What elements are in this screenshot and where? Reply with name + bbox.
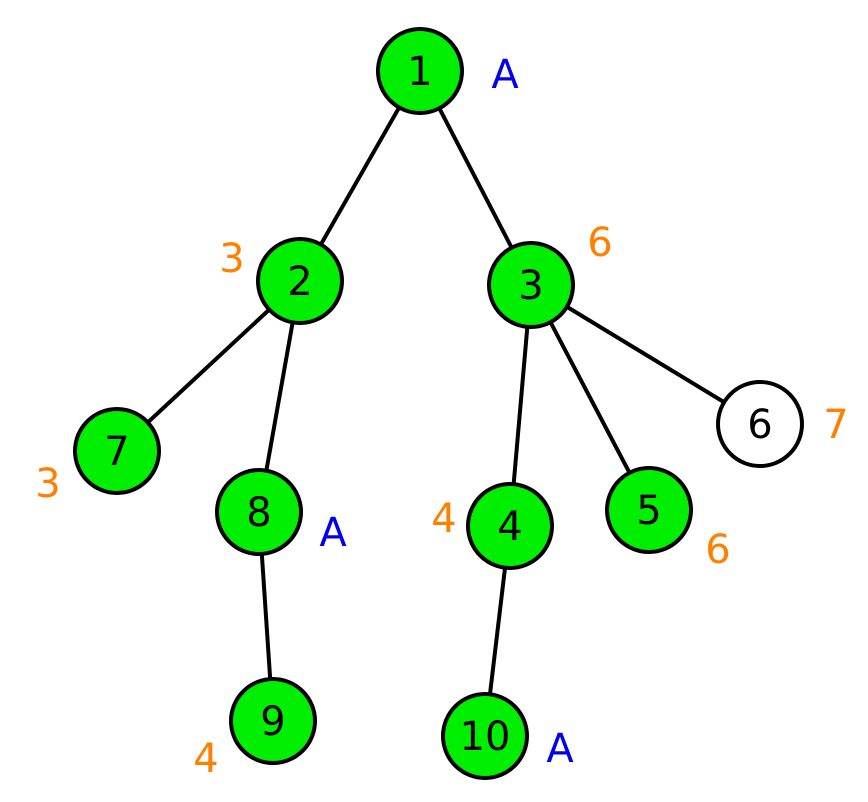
node-tag-2: 3 (219, 236, 244, 282)
node-tag-3: 6 (587, 220, 612, 266)
node-label-3: 3 (518, 263, 543, 309)
edges-layer (115, 70, 762, 737)
node-tag-6: 7 (823, 402, 848, 448)
node-3: 3 (487, 241, 575, 329)
node-tag-8: A (319, 510, 347, 556)
node-circle-2 (256, 237, 344, 325)
node-circle-3 (487, 241, 575, 329)
node-tag-10: A (546, 726, 574, 772)
node-4: 4 (466, 482, 554, 570)
node-label-10: 10 (460, 714, 511, 760)
node-tag-7: 3 (35, 461, 60, 507)
node-label-1: 1 (407, 49, 432, 95)
node-tag-5: 6 (705, 527, 730, 573)
node-label-7: 7 (104, 429, 129, 475)
node-label-4: 4 (497, 504, 522, 550)
node-6: 6 (716, 380, 804, 468)
node-7: 7 (73, 407, 161, 495)
node-10: 10 (441, 692, 529, 780)
node-circle-7 (73, 407, 161, 495)
node-2: 2 (256, 237, 344, 325)
node-9: 9 (229, 677, 317, 765)
node-circle-8 (215, 468, 303, 556)
node-circle-6 (716, 380, 804, 468)
node-label-5: 5 (636, 488, 661, 534)
node-tag-4: 4 (431, 496, 456, 542)
node-5: 5 (605, 466, 693, 554)
node-circle-1 (376, 27, 464, 115)
node-8: 8 (215, 468, 303, 556)
node-circle-9 (229, 677, 317, 765)
node-label-2: 2 (287, 259, 312, 305)
node-tag-1: A (491, 52, 519, 98)
edge-3-6 (529, 283, 762, 426)
node-label-8: 8 (246, 490, 271, 536)
node-circle-10 (441, 692, 529, 780)
node-label-6: 6 (747, 402, 772, 448)
node-1: 1 (376, 27, 464, 115)
node-tag-9: 4 (193, 736, 218, 782)
node-circle-5 (605, 466, 693, 554)
node-circle-4 (466, 482, 554, 570)
node-label-9: 9 (260, 699, 285, 745)
